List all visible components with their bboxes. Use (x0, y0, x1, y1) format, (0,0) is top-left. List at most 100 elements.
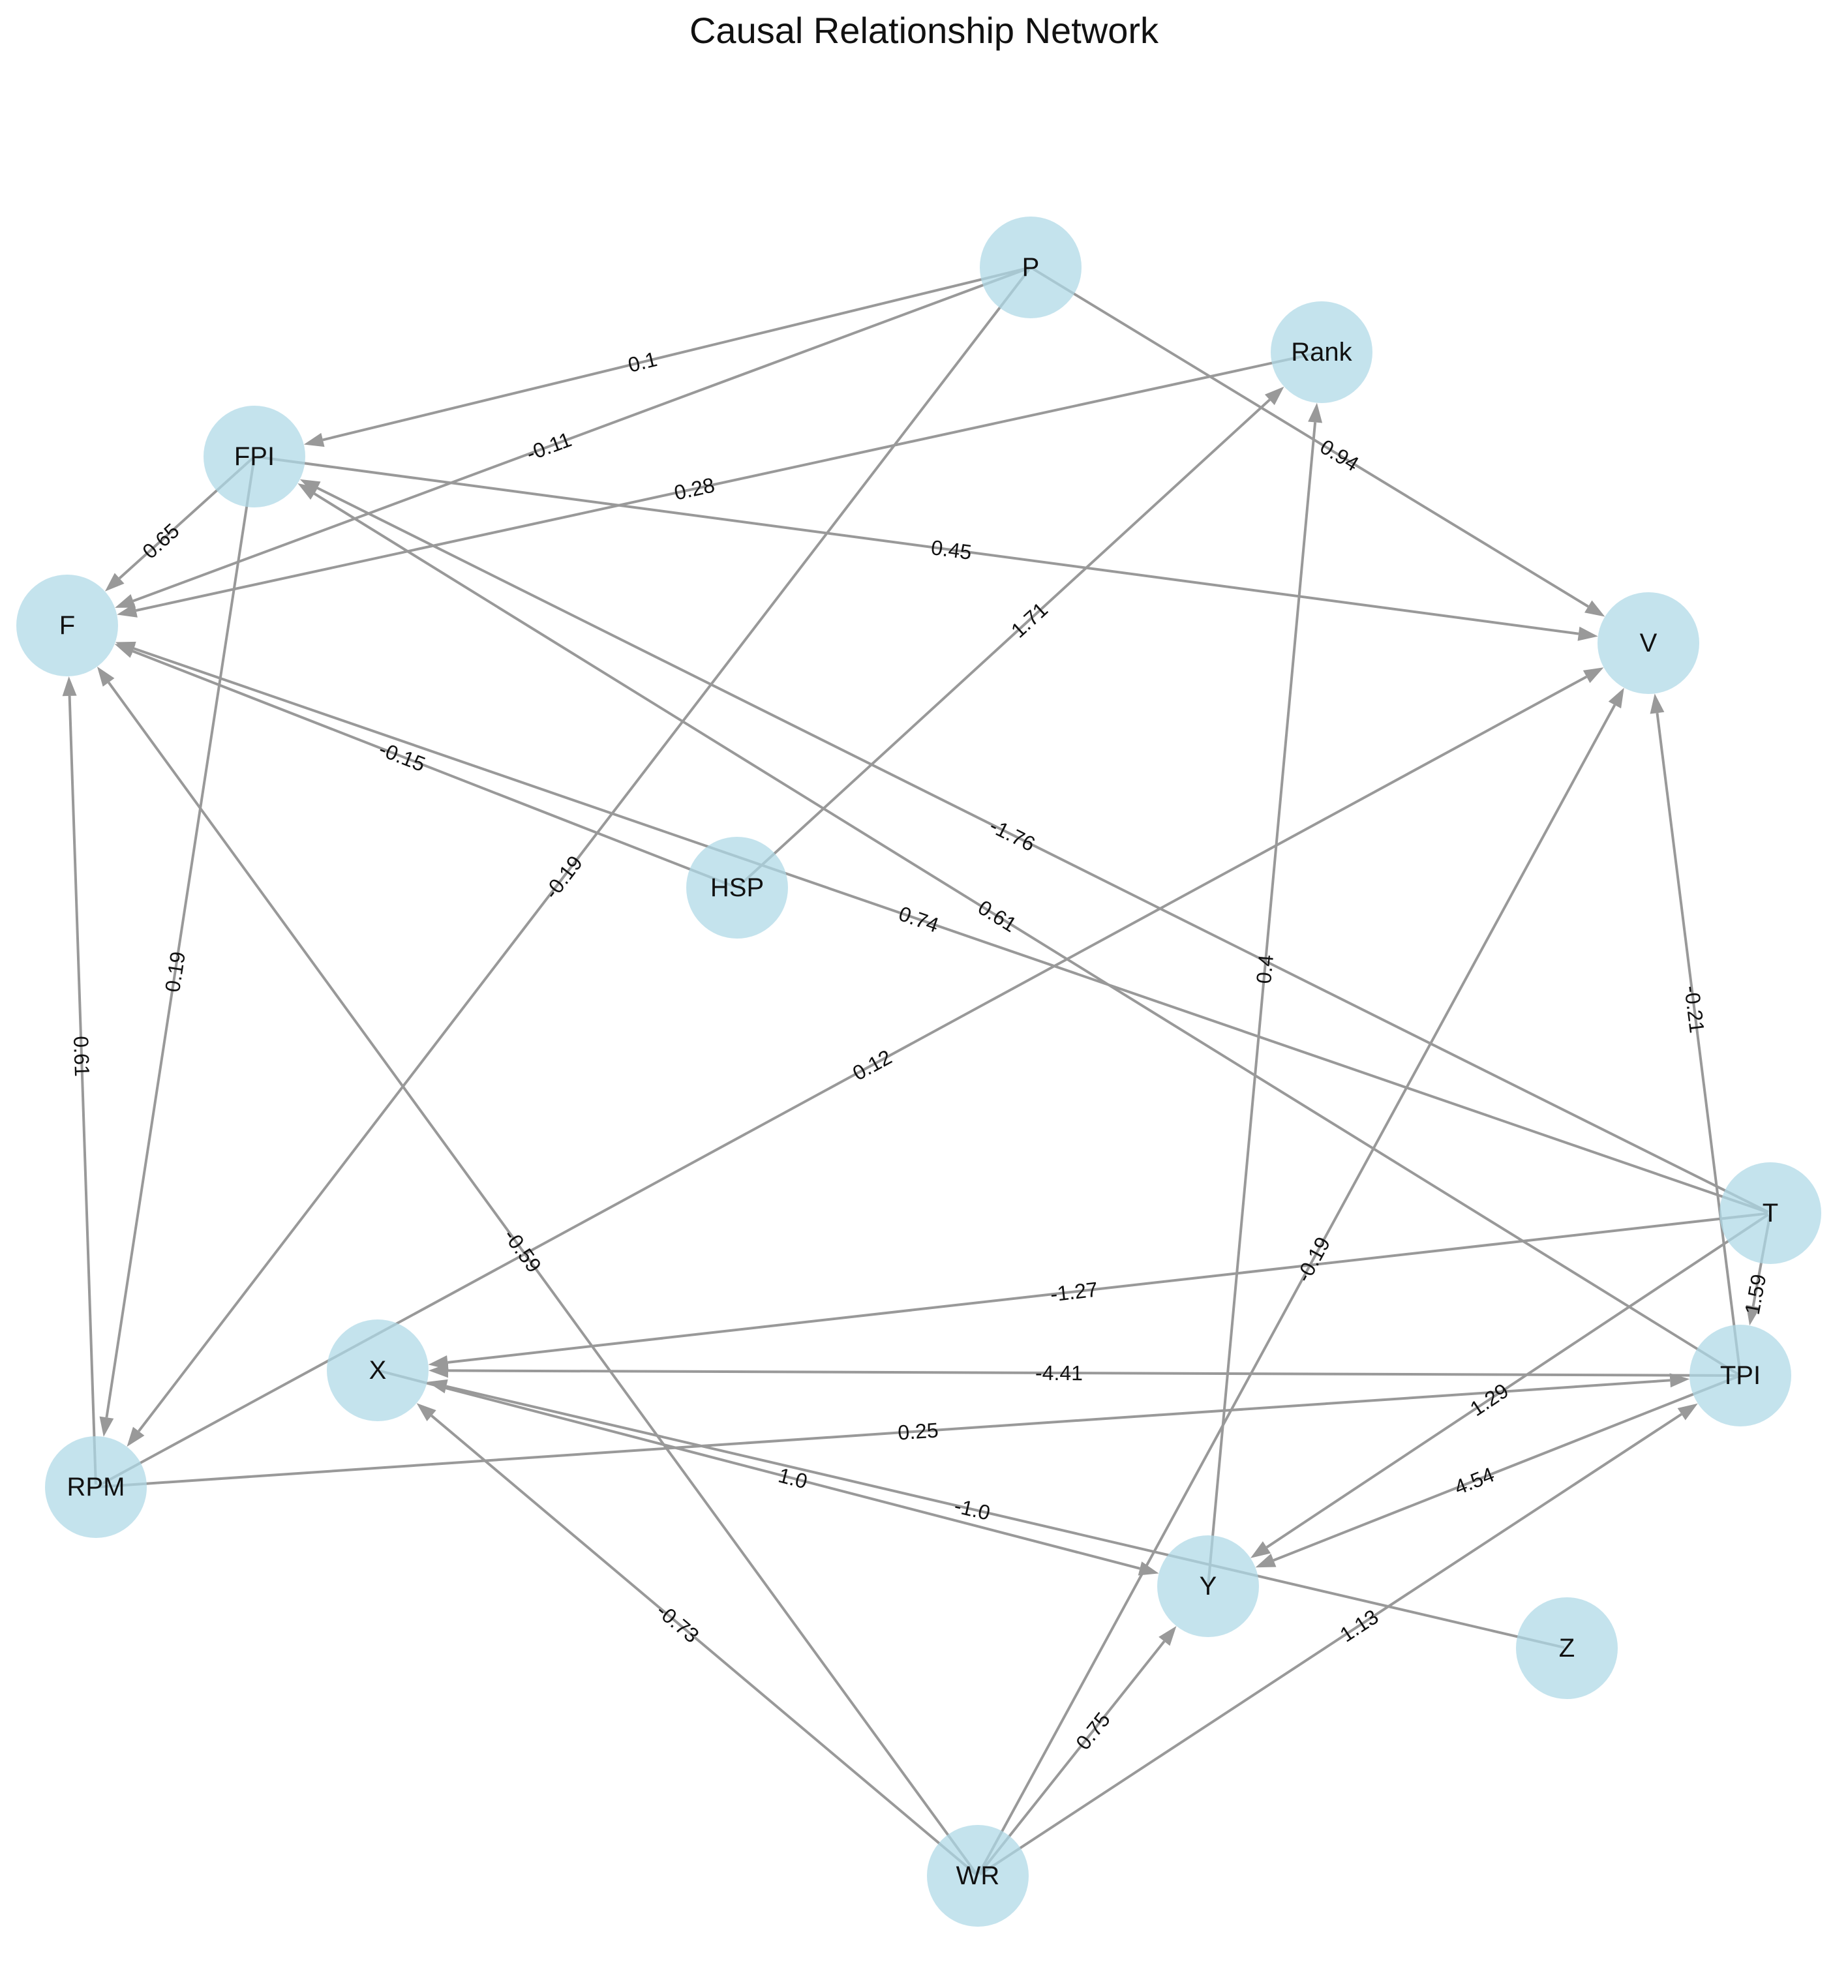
edge-label-FPI-V: 0.45 (930, 535, 973, 564)
edge-label-HSP-F: -0.15 (376, 737, 429, 776)
edge-line (313, 492, 1739, 1376)
edge-label-WR-TPI: 1.13 (1336, 1604, 1383, 1646)
edge-T-FPI (299, 479, 1769, 1214)
node-P: P (980, 217, 1082, 318)
node-circle (327, 1319, 429, 1421)
node-TPI: TPI (1689, 1325, 1791, 1426)
node-label-F: F (59, 611, 75, 640)
edge-label-T-F: 0.74 (896, 901, 942, 937)
arrowhead-icon (115, 594, 136, 608)
edge-label-P-V: 0.94 (1316, 434, 1363, 475)
edge-line (107, 682, 978, 1875)
edge-label-WR-Y: 0.75 (1071, 1708, 1115, 1754)
arrowhead-icon (1138, 1561, 1159, 1576)
edge-P-FPI (303, 267, 1029, 447)
node-label-HSP: HSP (710, 873, 764, 902)
edge-line (322, 267, 1029, 442)
edge-WR-F (97, 667, 978, 1875)
arrowhead-icon (1308, 402, 1323, 423)
edge-label-P-F: -0.11 (523, 427, 575, 465)
arrowhead-icon (1584, 600, 1605, 617)
edge-label-WR-X: -0.73 (652, 1599, 704, 1648)
arrowhead-icon (1746, 1304, 1761, 1326)
node-circle (1157, 1535, 1259, 1637)
arrowhead-icon (1255, 1554, 1277, 1568)
edge-label-WR-V: -0.19 (1292, 1233, 1335, 1286)
edge-line (105, 459, 256, 1418)
node-circle (1598, 592, 1699, 694)
edge-WR-TPI (979, 1403, 1698, 1876)
node-circle (1689, 1325, 1791, 1426)
node-RPM: RPM (45, 1436, 147, 1538)
edge-FPI-RPM (99, 459, 256, 1437)
edge-FPI-V (256, 455, 1598, 641)
edge-line (979, 1413, 1682, 1876)
edge-line (447, 1369, 1738, 1377)
edge-TPI-X (428, 1363, 1738, 1378)
node-Y: Y (1157, 1535, 1259, 1637)
edge-label-RPM-V: 0.12 (849, 1045, 896, 1085)
edge-line (1273, 1375, 1739, 1562)
chart-title: Causal Relationship Network (689, 10, 1159, 51)
edge-line (978, 704, 1616, 1875)
edge-P-RPM (127, 268, 1031, 1447)
node-FPI: FPI (204, 406, 305, 507)
arrowhead-icon (117, 603, 138, 618)
node-circle (927, 1825, 1029, 1927)
node-Z: Z (1516, 1597, 1618, 1699)
node-label-X: X (369, 1356, 387, 1385)
arrowhead-icon (1608, 687, 1624, 709)
edge-label-T-FPI: -1.76 (986, 814, 1038, 856)
node-circle (45, 1436, 147, 1538)
edge-line (447, 1212, 1768, 1364)
node-circle (686, 837, 788, 939)
edge-T-X (428, 1212, 1768, 1370)
edge-line (1032, 267, 1589, 608)
edge-label-P-RPM: -0.19 (539, 851, 587, 903)
edge-line (738, 399, 1271, 887)
node-label-RPM: RPM (67, 1473, 125, 1501)
edge-label-Y-Rank: 0.4 (1252, 954, 1278, 985)
edge-WR-X (416, 1403, 977, 1875)
edge-TPI-Y (1255, 1375, 1739, 1568)
edge-label-TPI-FPI: 0.61 (974, 896, 1021, 937)
arrowhead-icon (303, 432, 325, 447)
node-F: F (16, 575, 118, 676)
node-label-Rank: Rank (1291, 338, 1352, 367)
edge-P-F (115, 267, 1029, 608)
arrowhead-icon (1677, 1403, 1698, 1421)
edge-RPM-F (62, 676, 97, 1485)
arrowhead-icon (1577, 626, 1598, 641)
node-label-WR: WR (956, 1861, 1000, 1890)
arrowhead-icon (62, 676, 77, 697)
node-circle (204, 406, 305, 507)
edge-layer (62, 267, 1772, 1876)
edge-T-Y (1250, 1213, 1769, 1558)
edge-label-TPI-X: -4.41 (1035, 1361, 1083, 1385)
node-label-V: V (1640, 629, 1658, 657)
node-Rank: Rank (1271, 301, 1372, 403)
node-label-TPI: TPI (1720, 1361, 1761, 1390)
edge-label-TPI-V: -0.21 (1680, 984, 1709, 1034)
edge-P-V (1032, 267, 1605, 617)
arrowhead-icon (1250, 1541, 1271, 1558)
edge-line (133, 647, 1768, 1214)
arrowhead-icon (427, 1379, 448, 1394)
node-label-Z: Z (1559, 1634, 1575, 1663)
edge-label-FPI-RPM: 0.19 (160, 950, 190, 993)
edge-line (136, 351, 1320, 612)
edge-Rank-F (117, 351, 1320, 618)
arrowhead-icon (1669, 1373, 1690, 1388)
edge-WR-Y (978, 1626, 1177, 1875)
edge-label-WR-F: -0.59 (499, 1224, 546, 1276)
edge-line (68, 695, 97, 1485)
node-WR: WR (927, 1825, 1029, 1927)
edge-line (380, 1370, 1140, 1570)
edge-line (256, 455, 1579, 635)
edge-label-T-X: -1.27 (1049, 1278, 1099, 1306)
arrowhead-icon (297, 483, 318, 500)
edge-label-RPM-F: 0.61 (69, 1036, 94, 1077)
